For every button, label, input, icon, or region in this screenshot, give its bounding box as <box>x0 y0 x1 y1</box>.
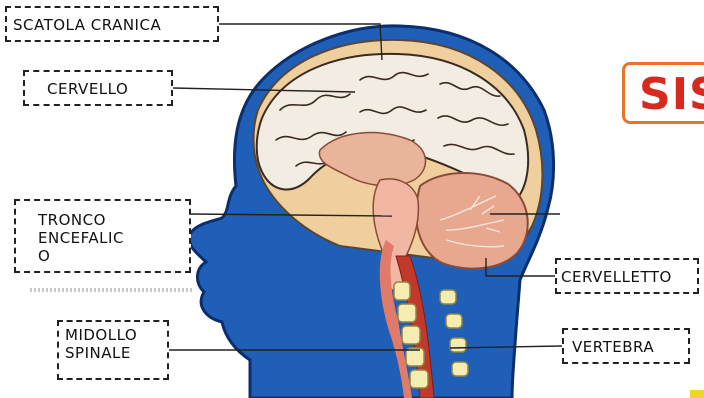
label-cervelletto-text: CERVELLETTO <box>561 268 672 286</box>
label-midollo-spinale: MIDOLLO SPINALE <box>57 320 169 380</box>
dotted-rule <box>30 288 192 292</box>
label-tronco-line-1: TRONCO <box>38 211 183 229</box>
label-cervello: CERVELLO <box>23 70 173 106</box>
label-vertebra-text: VERTEBRA <box>572 338 654 356</box>
cerebellum-shape <box>416 173 528 269</box>
title-text: SIS <box>639 69 704 120</box>
label-vertebra: VERTEBRA <box>562 328 690 364</box>
label-cervelletto: CERVELLETTO <box>555 258 699 294</box>
label-scatola-cranica: SCATOLA CRANICA <box>5 6 219 42</box>
label-scatola-text: SCATOLA CRANICA <box>13 16 161 34</box>
label-tronco-encefalico: TRONCO ENCEFALIC O <box>14 199 191 273</box>
label-tronco-line-2: ENCEFALIC <box>38 229 183 247</box>
label-tronco-line-3: O <box>38 247 183 265</box>
corner-mark <box>690 390 704 398</box>
label-midollo-line-1: MIDOLLO <box>65 326 161 344</box>
label-midollo-line-2: SPINALE <box>65 344 161 362</box>
title-badge: SIS <box>622 62 704 124</box>
label-cervello-text: CERVELLO <box>47 80 128 98</box>
